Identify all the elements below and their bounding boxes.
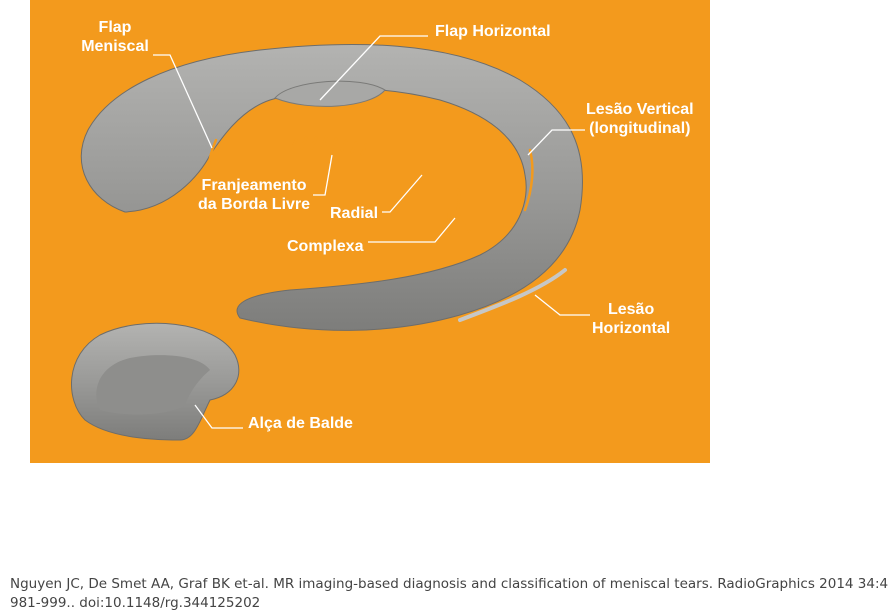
label-franjeamento-line2: da Borda Livre <box>198 196 311 213</box>
leader-lesao-vertical <box>527 129 585 156</box>
label-flap-meniscal-line1: Flap <box>98 19 132 36</box>
leader-complexa <box>368 217 456 243</box>
label-lesao-horizontal: Lesão Horizontal <box>592 300 670 338</box>
leader-radial <box>382 174 423 213</box>
leader-flap-horizontal <box>319 35 428 101</box>
meniscal-flap-tear <box>208 138 218 170</box>
leader-alca-de-balde <box>194 404 243 429</box>
leader-lesao-horizontal <box>534 294 590 316</box>
horizontal-lesion <box>458 268 567 322</box>
label-lesao-vertical-line1: Lesão Vertical <box>586 101 694 118</box>
label-flap-meniscal: Flap Meniscal <box>80 18 150 56</box>
label-complexa: Complexa <box>287 238 364 255</box>
label-radial: Radial <box>330 205 379 222</box>
label-flap-horizontal: Flap Horizontal <box>435 23 551 40</box>
label-lesao-vertical-line2: (longitudinal) <box>589 120 691 137</box>
label-lesao-vertical: Lesão Vertical (longitudinal) <box>586 100 694 138</box>
caption-line-1: Nguyen JC, De Smet AA, Graf BK et-al. MR… <box>10 576 889 592</box>
meniscal-tears-figure: Flap Meniscal Flap Horizontal Lesão Vert… <box>30 0 710 463</box>
label-flap-meniscal-line2: Meniscal <box>81 38 149 55</box>
leader-franjeamento <box>313 154 333 196</box>
leader-lines <box>153 35 590 429</box>
label-lesao-horizontal-line2: Horizontal <box>592 320 671 337</box>
bucket-handle-inner <box>96 355 210 415</box>
fringe-tear <box>290 135 368 156</box>
complex-tear <box>446 188 472 234</box>
caption-line-2: 981-999.. doi:10.1148/rg.344125202 <box>10 595 261 611</box>
figure-caption: Nguyen JC, De Smet AA, Graf BK et-al. MR… <box>10 575 895 613</box>
tear-marks <box>208 135 534 234</box>
label-franjeamento-line1: Franjeamento <box>201 177 307 194</box>
horizontal-flap-shape <box>274 80 386 107</box>
label-alca-de-balde: Alça de Balde <box>248 415 353 432</box>
label-lesao-horizontal-line1: Lesão <box>607 301 655 318</box>
radial-tear <box>420 148 442 177</box>
label-franjeamento: Franjeamento da Borda Livre <box>198 176 310 214</box>
meniscus-illustration <box>71 35 590 441</box>
leader-flap-meniscal <box>153 54 213 149</box>
vertical-tear <box>523 148 534 212</box>
